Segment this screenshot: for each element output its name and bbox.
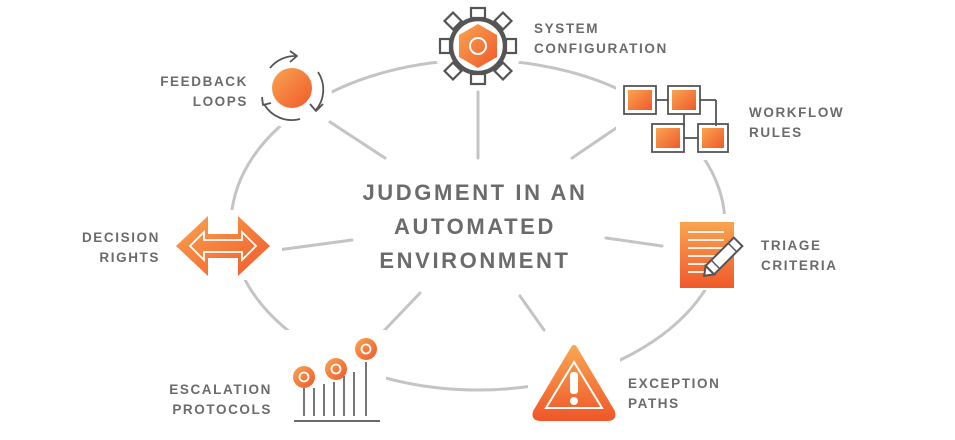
- warning-triangle-icon: [532, 345, 616, 421]
- center-title: JUDGMENT IN AN AUTOMATED ENVIRONMENT: [330, 176, 620, 278]
- cycle-arrows-icon: [261, 50, 325, 121]
- label-escalation-protocols: ESCALATION PROTOCOLS: [169, 382, 272, 417]
- label-workflow-rules: WORKFLOW RULES: [749, 105, 845, 140]
- label-system-configuration: SYSTEM CONFIGURATION: [534, 21, 668, 56]
- label-decision-rights: DECISION RIGHTS: [81, 230, 160, 265]
- spoke-decision-rights: [276, 238, 354, 252]
- label-triage-criteria: TRIAGE CRITERIA: [761, 238, 838, 273]
- center-title-line-1: JUDGMENT IN AN: [362, 180, 588, 205]
- spoke-exception-paths: [518, 294, 546, 332]
- label-exception-paths: EXCEPTION PATHS: [628, 376, 721, 411]
- center-title-line-3: ENVIRONMENT: [379, 248, 571, 273]
- label-feedback-loops: FEEDBACK LOOPS: [160, 74, 248, 109]
- center-title-line-2: AUTOMATED: [394, 214, 556, 239]
- spoke-triage-criteria: [604, 236, 664, 248]
- rising-pins-icon: [293, 338, 380, 422]
- spoke-feedback-loops: [328, 120, 387, 160]
- workflow-blocks-icon: [623, 85, 729, 153]
- notepad-pencil-icon: [680, 222, 744, 288]
- spoke-escalation-protocols: [378, 291, 422, 337]
- double-arrow-icon: [176, 216, 270, 276]
- gear-hexagon-icon: [438, 6, 518, 86]
